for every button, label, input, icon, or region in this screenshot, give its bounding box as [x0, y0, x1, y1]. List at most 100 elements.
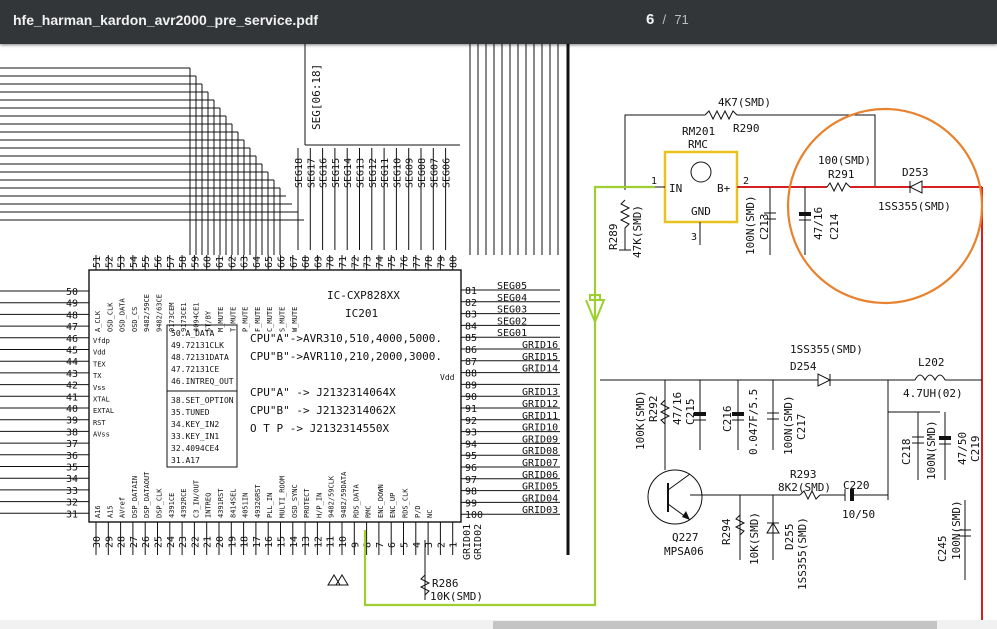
ic-ref: IC201	[345, 307, 378, 320]
seg-label: SEG14	[343, 158, 354, 188]
pin-number: 67	[289, 256, 300, 268]
pin-signal: 4051IN	[242, 493, 250, 518]
page-separator: /	[662, 12, 667, 27]
pin-number: 35	[66, 463, 78, 474]
pin-signal: GRID14	[522, 364, 558, 375]
q227-ref: Q227	[672, 531, 699, 544]
power-circuit: 1SS355(SMD) D254 L202 4.7UH(02) 100K(SMD…	[327, 343, 982, 603]
r294-value: 10K(SMD)	[748, 512, 761, 565]
pin-signal: INTREQ	[205, 493, 213, 518]
pin-number: 84	[465, 321, 477, 332]
pin-number: 5	[400, 542, 411, 548]
page-current[interactable]: 6	[646, 11, 655, 28]
pin-signal: SEG01	[497, 328, 527, 339]
pin-signal: F_MUTE	[254, 307, 262, 332]
pin-number: 64	[252, 256, 263, 268]
pin-number: 77	[412, 256, 423, 268]
r293-value: 8K2(SMD)	[778, 481, 831, 494]
pin-signal: A_CLK	[94, 310, 102, 332]
pin-number: 94	[465, 439, 477, 450]
seg-label: SEG18	[294, 158, 305, 188]
pin-number: 65	[264, 256, 275, 268]
pin-number: 73	[363, 256, 374, 268]
r286-ref: R286	[432, 577, 459, 590]
inner-signal: 34.KEY_IN2	[171, 420, 219, 429]
pin-number: 46	[66, 334, 78, 345]
pin-number: 44	[66, 357, 78, 368]
inner-signal: 49.72131CLK	[171, 341, 224, 350]
pin-number: 58	[178, 256, 189, 268]
pin-number: 48	[66, 310, 78, 321]
pin-signal: 4391RST	[217, 488, 225, 518]
pin-signal: 4094CE1	[192, 302, 200, 332]
pin-signal: 9482/59CLK	[328, 475, 336, 518]
pin-number: 27	[129, 536, 140, 548]
pin-number: 37	[66, 439, 78, 450]
pin-signal: TX	[93, 372, 102, 380]
pin-number: 29	[104, 536, 115, 548]
page-indicator: 6 / 71	[646, 11, 689, 28]
seg-label: SEG13	[356, 158, 367, 188]
pin-signal: 9173CE1	[180, 302, 188, 332]
pin-number: 15	[277, 536, 288, 548]
c217-ref: C217	[795, 414, 808, 441]
pin-number: 43	[66, 369, 78, 380]
l202-value: 4.7UH(02)	[903, 387, 963, 400]
c216-ref: C216	[721, 406, 734, 433]
d253-value: 1SS355(SMD)	[878, 200, 951, 213]
pin-signal: TEX	[93, 360, 106, 368]
pin-signal: M_MUTE	[217, 307, 225, 332]
pin-number: 68	[301, 256, 312, 268]
pin-number: 28	[117, 536, 128, 548]
inner-signal: 32.4094CE4	[171, 444, 219, 453]
horizontal-scrollbar[interactable]	[0, 620, 997, 629]
pin-signal: SEG02	[497, 316, 527, 327]
schematic-drawing: IC-CXP828XX IC201 CPU"A"->AVR310,510,400…	[0, 44, 984, 629]
pin-signal: OSD_SYNC	[291, 484, 299, 518]
seg-label: SEG15	[331, 158, 342, 188]
page-total: 71	[674, 12, 689, 27]
cpu-b-models: CPU"B"->AVR110,210,2000,3000.	[250, 350, 442, 363]
pin-number: 18	[240, 536, 251, 548]
pin-number: 71	[338, 256, 349, 268]
pin-signal: Vdd	[93, 349, 106, 357]
inner-signal: 38.SET_OPTION	[171, 396, 234, 405]
pin-number: 91	[465, 404, 477, 415]
pin-number: 22	[190, 536, 201, 548]
inner-signal: 35.TUNED	[171, 408, 210, 417]
pin-signal: A16	[94, 505, 102, 518]
pin-signal: NC	[426, 510, 434, 518]
pin-signal: ENC_UP	[389, 493, 397, 518]
pin-number: 86	[465, 345, 477, 356]
pin-number: 19	[227, 536, 238, 548]
r289-value: 47K(SMD)	[631, 205, 644, 258]
r291-value: 100(SMD)	[818, 154, 871, 167]
seg-label: SEG06	[442, 158, 453, 188]
pin-signal: GRID11	[522, 411, 558, 422]
pin-signal: S_MUTE	[279, 307, 287, 332]
scrollbar-thumb[interactable]	[493, 621, 937, 629]
pin-number: 49	[66, 299, 78, 310]
c215-value: 47/16	[671, 392, 684, 425]
pin-signal: 9482/59DATA	[340, 471, 348, 518]
pdf-page[interactable]: IC-CXP828XX IC201 CPU"A"->AVR310,510,400…	[0, 44, 997, 629]
c216-value: 0.047F/5.5	[747, 389, 760, 455]
pin-number: 56	[154, 256, 165, 268]
pin-number: 69	[313, 256, 324, 268]
rm201-ref: RM201	[682, 125, 715, 138]
pin-number: 78	[424, 256, 435, 268]
rm201-bplus: B+	[717, 182, 731, 195]
pin-number: 85	[465, 333, 477, 344]
pin-number: 2	[436, 542, 447, 548]
pin-signal: PLL_IN	[266, 493, 274, 518]
pin-number: 66	[277, 256, 288, 268]
pin-signal: 4391CE	[168, 493, 176, 518]
pdf-toolbar: hfe_harman_kardon_avr2000_pre_service.pd…	[0, 0, 997, 44]
pin-number: 63	[240, 256, 251, 268]
r292-value: 100K(SMD)	[634, 390, 647, 450]
pin-number: 32	[66, 498, 78, 509]
seg-label: SEG10	[392, 158, 403, 188]
pin-signal: SEG04	[497, 293, 527, 304]
pin-signal: GRID16	[522, 340, 558, 351]
rm201-name: RMC	[688, 138, 708, 151]
